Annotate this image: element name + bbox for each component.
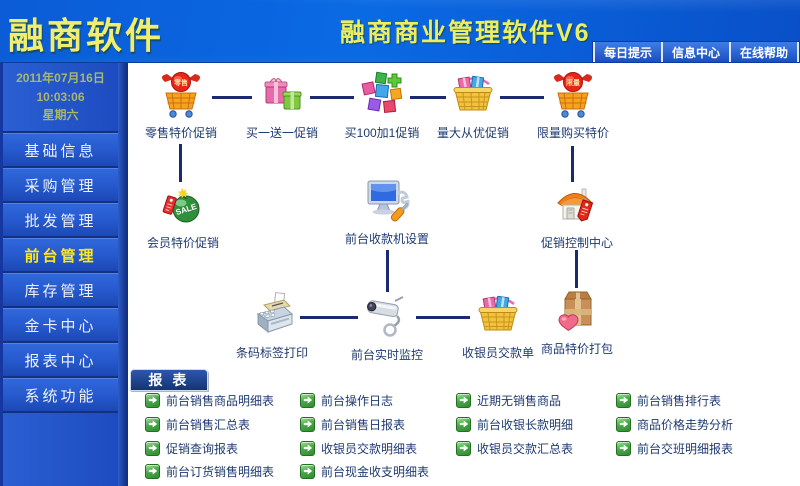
report-link-price-trend-analysis[interactable]: 商品价格走势分析 (616, 414, 733, 434)
green-arrow-icon (456, 392, 471, 408)
color-blocks-icon (361, 71, 403, 114)
report-link-frontdesk-shift-detail[interactable]: 前台交班明细报表 (616, 438, 733, 458)
node-buy100-plus1-promo[interactable]: 买100加1促销 (327, 70, 437, 141)
report-link-frontdesk-sales-ranking[interactable]: 前台销售排行表 (616, 390, 721, 410)
green-arrow-icon (616, 440, 631, 456)
connector-line (179, 144, 182, 182)
retail-sale-cart-icon: 零售 (161, 72, 201, 118)
node-label: 买100加1促销 (344, 126, 420, 140)
link-daily-tips[interactable]: 每日提示 (592, 42, 661, 62)
report-link-frontdesk-daily-sales[interactable]: 前台销售日报表 (300, 414, 405, 434)
report-link-cashier-payment-summary[interactable]: 收银员交款汇总表 (456, 438, 573, 458)
node-label: 会员特价促销 (146, 236, 219, 250)
node-special-price-package[interactable]: 商品特价打包 (522, 286, 632, 357)
gift-basket-icon (453, 75, 493, 111)
cctv-camera-icon (367, 296, 404, 337)
node-realtime-monitor[interactable]: 前台实时监控 (332, 292, 442, 363)
top-banner: 融商软件 融商商业管理软件V6 每日提示 信息中心 在线帮助 (0, 0, 800, 63)
node-limited-purchase-promo[interactable]: 限量 限量购买特价 (518, 70, 628, 141)
pos-settings-icon (367, 180, 410, 222)
report-link-frontdesk-operation-log[interactable]: 前台操作日志 (300, 390, 393, 410)
node-label: 商品特价打包 (540, 342, 613, 356)
report-link-cashier-payment-detail[interactable]: 收银员交款明细表 (300, 438, 417, 458)
node-member-sale-promo[interactable]: SALE 会员特价促销 (128, 180, 238, 251)
sidebar: 2011年07月16日 10:03:06 星期六 基础信息 采购管理 批发管理 … (0, 63, 118, 486)
node-promo-control-center[interactable]: 促销控制中心 (522, 180, 632, 251)
sidebar-item-report-center[interactable]: 报表中心 (3, 342, 118, 378)
sidebar-divider-strip (118, 63, 128, 486)
node-barcode-label-print[interactable]: 条码标签打印 (217, 290, 327, 361)
node-cashier-payment-slip[interactable]: 收银员交款单 (443, 290, 553, 361)
limited-cart-icon: 限量 (553, 72, 593, 118)
package-box-icon (558, 291, 592, 332)
report-link-frontdesk-order-sales-detail[interactable]: 前台订货销售明细表 (145, 461, 274, 481)
node-label: 条码标签打印 (235, 346, 308, 360)
report-link-no-sales-items[interactable]: 近期无销售商品 (456, 390, 561, 410)
banner-links: 每日提示 信息中心 在线帮助 (591, 41, 800, 63)
node-label: 限量购买特价 (536, 126, 609, 140)
green-arrow-icon (145, 416, 160, 432)
report-link-frontdesk-sales-item-detail[interactable]: 前台销售商品明细表 (145, 390, 274, 410)
node-retail-sale-promo[interactable]: 零售 零售特价促销 (126, 70, 236, 141)
app-title: 融商商业管理软件V6 (340, 19, 591, 47)
date-text: 2011年07月16日 (16, 71, 105, 85)
connector-line (212, 96, 252, 99)
datetime-display: 2011年07月16日 10:03:06 星期六 (3, 63, 118, 133)
weekday-text: 星期六 (42, 108, 79, 123)
link-info-center[interactable]: 信息中心 (660, 42, 729, 62)
connector-line (575, 250, 578, 288)
node-bogo-promo[interactable]: 买一送一促销 (227, 70, 337, 141)
barcode-printer-icon (256, 292, 294, 334)
node-pos-settings[interactable]: 前台收款机设置 (332, 176, 442, 247)
reports-section-header: 报 表 (130, 369, 208, 391)
sidebar-item-gold-card-center[interactable]: 金卡中心 (3, 307, 118, 343)
green-arrow-icon (456, 440, 471, 456)
connector-line (300, 316, 358, 319)
time-text: 10:03:06 (36, 89, 85, 104)
node-label: 买一送一促销 (245, 126, 318, 140)
sidebar-item-purchase-mgmt[interactable]: 采购管理 (3, 167, 118, 203)
green-arrow-icon (145, 463, 160, 479)
promo-house-icon (557, 188, 594, 222)
report-link-frontdesk-cash-flow-detail[interactable]: 前台现金收支明细表 (300, 461, 429, 481)
report-link-promo-query[interactable]: 促销查询报表 (145, 438, 238, 458)
node-label: 促销控制中心 (540, 236, 613, 250)
green-arrow-icon (300, 392, 315, 408)
sidebar-item-wholesale-mgmt[interactable]: 批发管理 (3, 202, 118, 238)
main-content (128, 63, 800, 486)
green-arrow-icon (300, 440, 315, 456)
node-bulk-discount-promo[interactable]: 量大从优促销 (418, 70, 528, 141)
sidebar-item-system-functions[interactable]: 系统功能 (3, 377, 118, 413)
connector-line (386, 250, 389, 292)
node-label: 量大从优促销 (436, 126, 509, 140)
sidebar-item-inventory-mgmt[interactable]: 库存管理 (3, 272, 118, 308)
gift-boxes-icon (264, 78, 302, 110)
green-arrow-icon (456, 416, 471, 432)
badge-text: 限量 (566, 78, 580, 87)
sidebar-item-frontdesk-mgmt[interactable]: 前台管理 (3, 237, 118, 273)
cashier-basket-icon (478, 295, 518, 331)
badge-text: 零售 (173, 78, 188, 87)
node-label: 收银员交款单 (461, 346, 534, 360)
green-arrow-icon (300, 463, 315, 479)
connector-line (310, 96, 354, 99)
connector-line (500, 96, 544, 99)
green-arrow-icon (145, 440, 160, 456)
node-label: 前台收款机设置 (344, 232, 429, 246)
connector-line (410, 96, 446, 99)
connector-line (571, 146, 574, 182)
green-arrow-icon (145, 392, 160, 408)
sidebar-item-basic-info[interactable]: 基础信息 (3, 132, 118, 168)
report-link-frontdesk-sales-summary[interactable]: 前台销售汇总表 (145, 414, 250, 434)
green-arrow-icon (616, 416, 631, 432)
app-logo: 融商软件 (8, 15, 165, 56)
node-label: 零售特价促销 (144, 126, 217, 140)
report-link-frontdesk-cash-over-detail[interactable]: 前台收银长款明细 (456, 414, 573, 434)
connector-line (416, 316, 470, 319)
link-online-help[interactable]: 在线帮助 (728, 42, 799, 62)
node-label: 前台实时监控 (350, 348, 423, 362)
green-arrow-icon (300, 416, 315, 432)
green-arrow-icon (616, 392, 631, 408)
sale-bomb-icon: SALE (162, 188, 200, 223)
